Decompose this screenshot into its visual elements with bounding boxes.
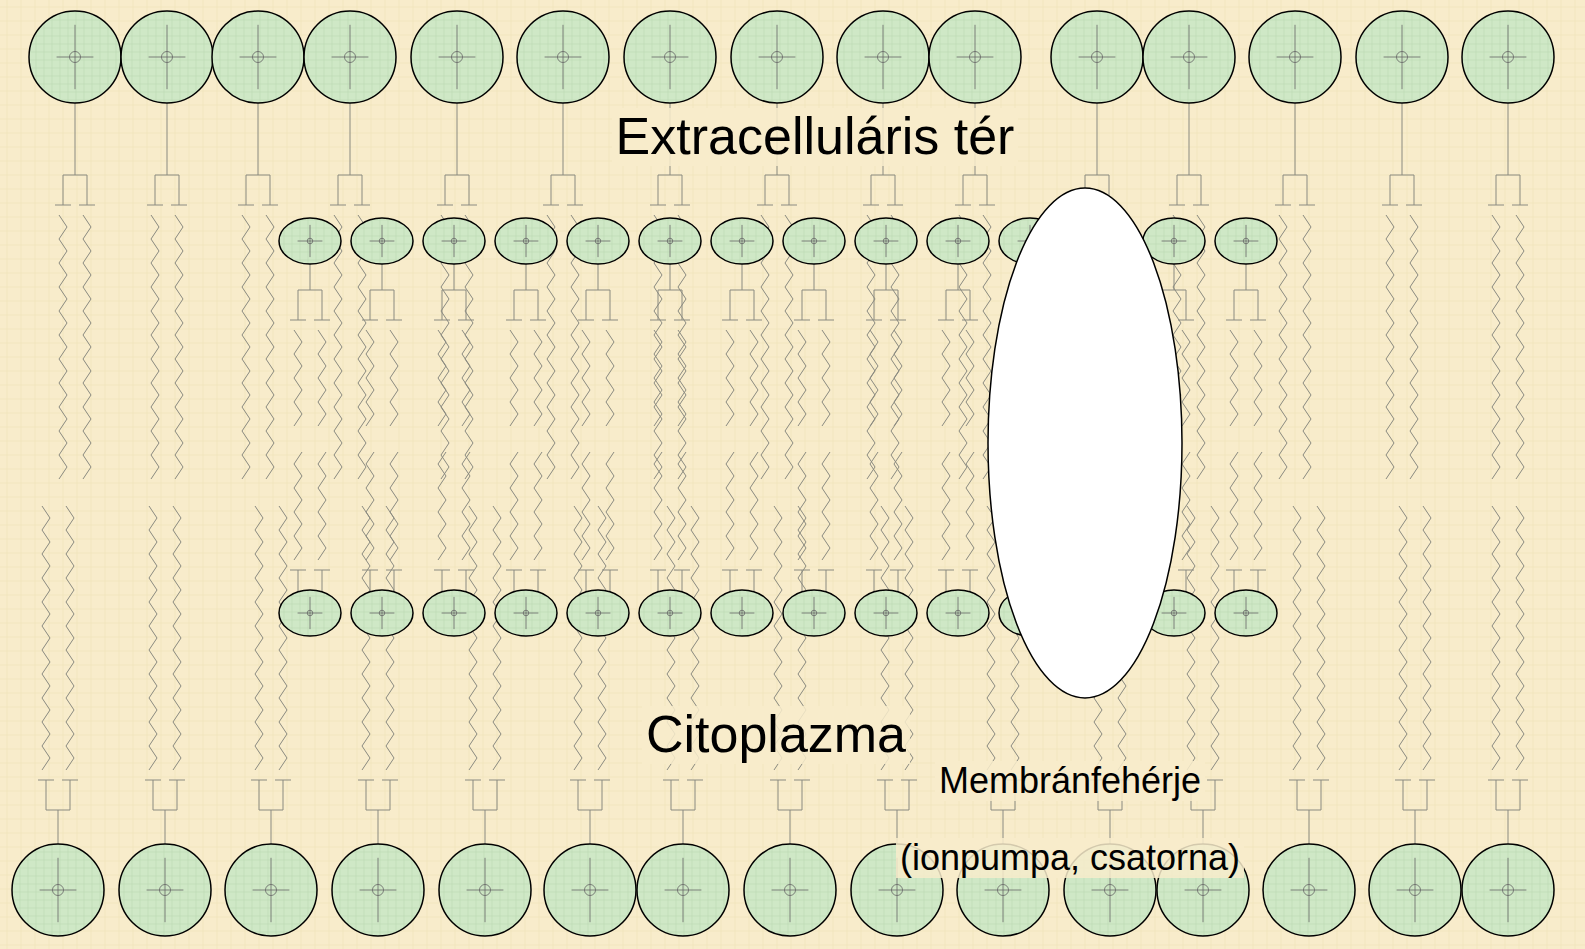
lipid-head <box>567 218 629 264</box>
lipid-head <box>1215 590 1277 636</box>
lipid-head <box>711 590 773 636</box>
lipid-tail <box>570 506 610 845</box>
lipid-head <box>212 11 304 103</box>
lipid-tail <box>1275 100 1315 479</box>
lipid-head <box>544 844 636 936</box>
lipid-head <box>855 590 917 636</box>
lipid-tail <box>38 506 78 845</box>
lipid-head <box>332 844 424 936</box>
lipid-head <box>639 218 701 264</box>
lipid-head <box>929 11 1021 103</box>
lipid-head <box>423 218 485 264</box>
lipid-head <box>121 11 213 103</box>
lipid-head <box>1249 11 1341 103</box>
lipid-head <box>1369 844 1461 936</box>
lipid-head <box>1143 11 1235 103</box>
lipid-head <box>411 11 503 103</box>
region-label: Citoplazma <box>642 706 910 763</box>
lipid-head <box>624 11 716 103</box>
lipid-head <box>119 844 211 936</box>
lipid-tail <box>434 452 474 600</box>
lipid-tail <box>434 262 474 426</box>
lipid-head <box>1462 11 1554 103</box>
lipid-tail <box>722 452 762 600</box>
lipid-tail <box>290 262 330 426</box>
lipid-tail <box>1289 506 1329 845</box>
lipid-head <box>495 590 557 636</box>
lipid-head <box>279 590 341 636</box>
lipid-head <box>711 218 773 264</box>
lipid-head <box>1143 218 1205 264</box>
lipid-tail <box>938 262 978 426</box>
lipid-head <box>351 590 413 636</box>
lipid-head <box>279 218 341 264</box>
lipid-tail <box>362 262 402 426</box>
lipid-head <box>1263 844 1355 936</box>
lipid-tail <box>506 262 546 426</box>
lipid-head <box>855 218 917 264</box>
lipid-tail <box>506 452 546 600</box>
lipid-head <box>517 11 609 103</box>
lipid-tail <box>543 100 583 479</box>
lipid-head <box>744 844 836 936</box>
lipid-head <box>1356 11 1448 103</box>
lipid-tail <box>1488 100 1528 479</box>
lipid-tail <box>877 506 917 845</box>
lipid-head <box>423 590 485 636</box>
lipid-head <box>927 590 989 636</box>
lipid-head <box>927 218 989 264</box>
lipid-tail <box>578 452 618 600</box>
lipid-tail <box>866 262 906 426</box>
lipid-head <box>29 11 121 103</box>
lipid-tail <box>1488 506 1528 845</box>
lipid-head <box>639 590 701 636</box>
lipid-head <box>439 844 531 936</box>
protein-label: Membránfehérje <box>935 761 1205 801</box>
lipid-tail <box>663 506 703 845</box>
lipid-tail <box>1226 262 1266 426</box>
lipid-head <box>1462 844 1554 936</box>
protein-label: (ionpumpa, csatorna) <box>896 838 1244 878</box>
lipid-head <box>637 844 729 936</box>
lipid-head <box>495 218 557 264</box>
lipid-head <box>351 218 413 264</box>
lipid-tail <box>1395 506 1435 845</box>
lipid-tail <box>650 262 690 426</box>
lipid-head <box>304 11 396 103</box>
lipid-tail <box>145 506 185 845</box>
lipid-head <box>783 590 845 636</box>
lipid-tail <box>238 100 278 479</box>
lipid-tail <box>1226 452 1266 600</box>
lipid-tail <box>147 100 187 479</box>
lipid-tail <box>866 452 906 600</box>
lipid-tail <box>770 506 810 845</box>
lipid-head <box>837 11 929 103</box>
lipid-tail <box>465 506 505 845</box>
lipid-head <box>12 844 104 936</box>
lipid-tail <box>938 452 978 600</box>
lipid-head <box>567 590 629 636</box>
lipid-heads <box>12 11 1554 936</box>
region-label: Extracelluláris tér <box>612 108 1019 165</box>
membrane-protein <box>988 188 1182 698</box>
lipid-tail <box>251 506 291 845</box>
lipid-head <box>783 218 845 264</box>
lipid-head <box>1051 11 1143 103</box>
lipid-tail <box>290 452 330 600</box>
lipid-tails <box>38 100 1528 845</box>
lipid-head <box>225 844 317 936</box>
lipid-tail <box>437 100 477 479</box>
lipid-tail <box>362 452 402 600</box>
lipid-tail <box>1382 100 1422 479</box>
lipid-tail <box>650 452 690 600</box>
lipid-head <box>1215 218 1277 264</box>
lipid-tail <box>55 100 95 479</box>
lipid-tail <box>794 262 834 426</box>
lipid-tail <box>578 262 618 426</box>
lipid-tail <box>330 100 370 479</box>
lipid-tail <box>722 262 762 426</box>
lipid-tail <box>794 452 834 600</box>
lipid-head <box>731 11 823 103</box>
